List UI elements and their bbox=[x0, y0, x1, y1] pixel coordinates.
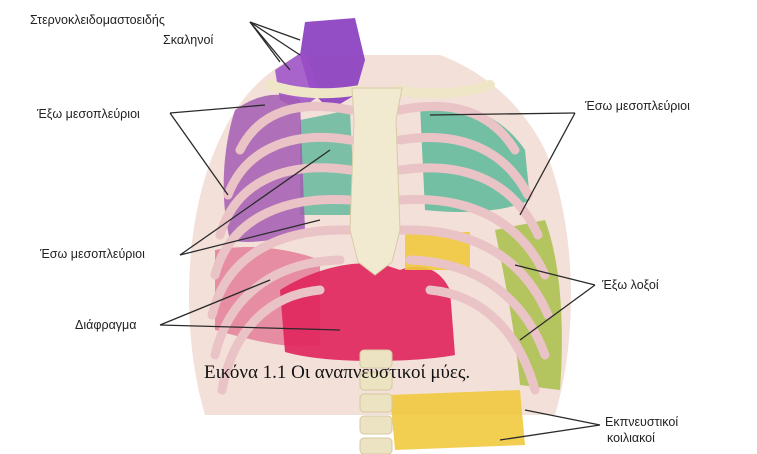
label-external-intercostals: Έξω μεσοπλεύριοι bbox=[36, 107, 140, 121]
label-internal-intercostals-left: Έσω μεσοπλεύριοι bbox=[39, 247, 145, 261]
sternum bbox=[350, 88, 402, 275]
diaphragm-muscle bbox=[280, 263, 455, 361]
label-abdominal-line2: κοιλιακοί bbox=[607, 431, 655, 445]
label-scaleni: Σκαληνοί bbox=[163, 33, 213, 47]
label-internal-intercostals-right: Έσω μεσοπλεύριοι bbox=[584, 99, 690, 113]
label-diaphragm: Διάφραγμα bbox=[75, 318, 136, 332]
label-external-obliques: Έξω λοξοί bbox=[601, 278, 659, 292]
abdominal-muscle-lower bbox=[390, 390, 525, 450]
label-abdominal-line1: Εκπνευστικοί bbox=[605, 415, 678, 429]
label-scm: Στερνοκλειδομαστοειδής bbox=[30, 13, 165, 27]
figure-caption: Εικόνα 1.1 Οι αναπνευστικοί μύες. bbox=[204, 362, 470, 383]
